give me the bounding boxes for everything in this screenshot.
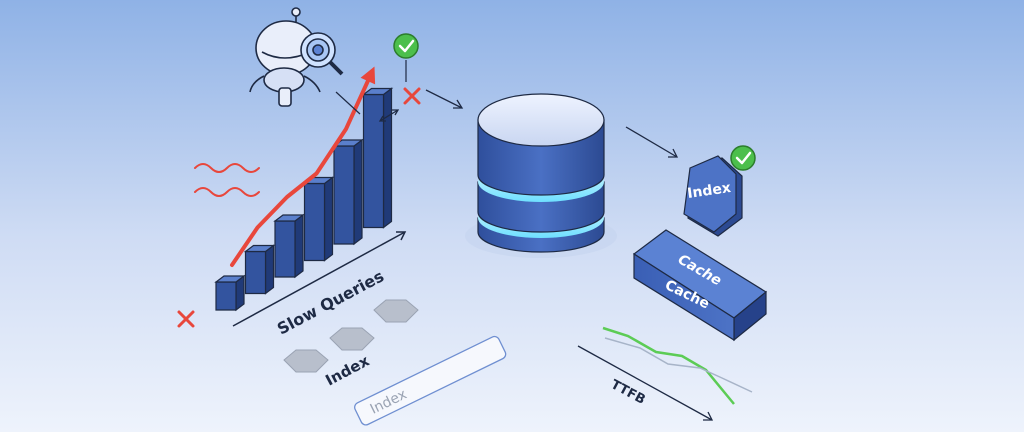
bar <box>333 145 355 245</box>
bar-side <box>294 213 304 279</box>
ttfb-line-baseline <box>604 337 753 393</box>
bar <box>274 220 296 278</box>
cross-icon <box>403 87 421 105</box>
bar-top <box>243 244 276 253</box>
x-axis-arrow <box>232 231 407 327</box>
noise-lines <box>194 163 260 197</box>
cross-icon <box>177 310 195 328</box>
bar-top <box>361 87 394 96</box>
ttfb-line <box>602 326 735 405</box>
trend-line <box>230 70 374 267</box>
hexagon-shape <box>329 327 375 351</box>
bar-top <box>214 275 246 283</box>
hexagon-shape <box>373 299 419 323</box>
index-hexagon: Index <box>683 155 743 237</box>
robot-magnifier-icon <box>249 7 344 107</box>
index-hexagons <box>283 299 419 373</box>
bar-side <box>382 87 393 229</box>
bidirectional-arrow <box>378 109 400 122</box>
bar-top <box>273 214 305 222</box>
bar-side <box>264 244 275 295</box>
bar <box>244 250 267 295</box>
bar-chart <box>214 87 394 312</box>
ttfb-axis <box>577 345 713 421</box>
bar <box>215 281 237 311</box>
connector-line <box>335 91 361 115</box>
arrow-to-database <box>425 89 464 109</box>
check-icon <box>393 33 419 59</box>
database-icon <box>465 93 617 258</box>
index-hex-label: Index <box>686 180 732 202</box>
bar-side <box>323 176 334 262</box>
check-icon <box>730 145 756 171</box>
bar <box>303 182 326 262</box>
trend-arrowhead <box>360 66 376 85</box>
bar-side <box>353 138 363 246</box>
arrow-to-index <box>625 126 679 158</box>
hexagon-shape <box>283 349 329 373</box>
bar <box>362 93 385 229</box>
